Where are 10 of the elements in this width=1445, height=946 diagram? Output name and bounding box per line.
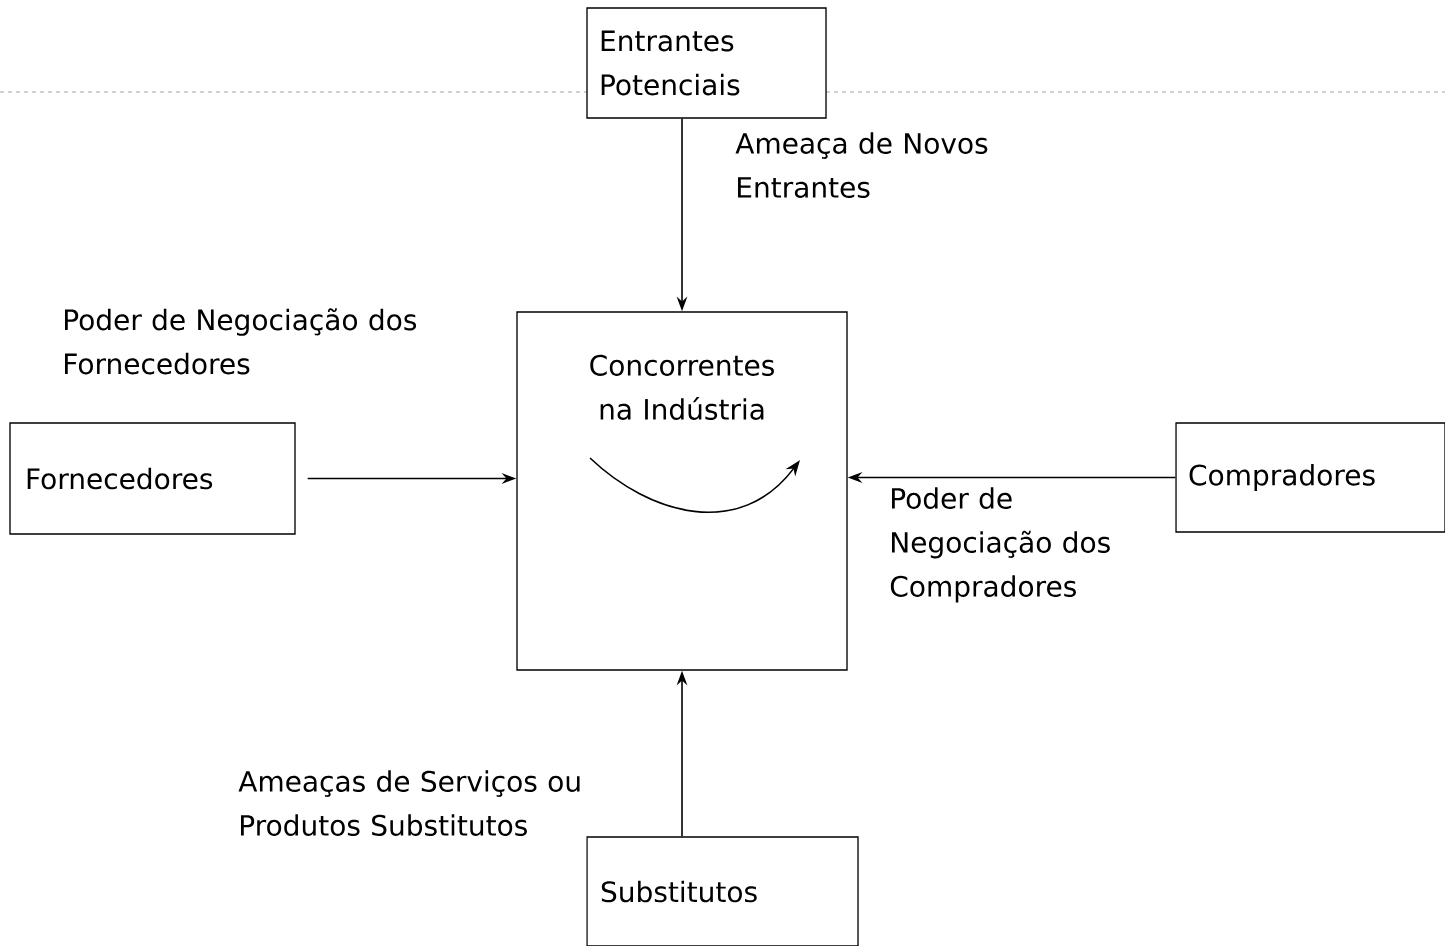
edge-label: Ameaça de Novos Entrantes: [735, 132, 988, 198]
concept-box: Compradores: [1175, 422, 1445, 533]
edge-label: Ameaças de Serviços ou Produtos Substitutos: [238, 770, 580, 836]
concept-box: Fornecedores: [9, 422, 296, 535]
concept-box: Substitutos: [586, 836, 859, 946]
concept-box: Entrantes Potenciais: [586, 7, 827, 119]
box-text: Concorrentes na Indústria: [590, 354, 774, 420]
edge-label: Poder de Negociação dos Fornecedores: [65, 308, 417, 375]
edge-label: Poder de Negociação dos Compradores: [890, 487, 1110, 603]
concept-box: [516, 311, 848, 671]
